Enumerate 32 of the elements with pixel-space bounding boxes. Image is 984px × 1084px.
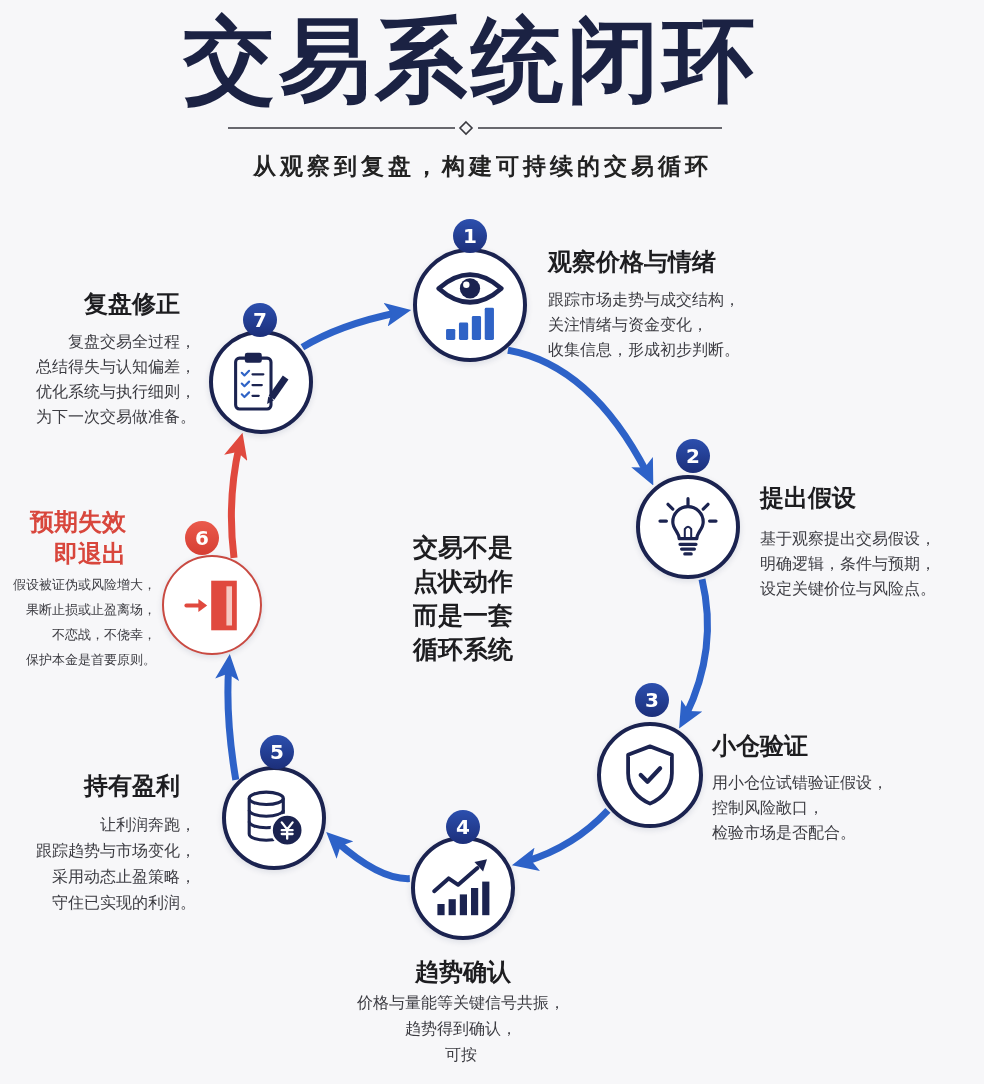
step-description: 用小仓位试错验证假设，控制风险敞口，检验市场是否配合。	[712, 773, 888, 844]
cycle-arrow	[676, 578, 711, 731]
step-heading: 提出假设	[760, 484, 856, 512]
cycle-arrow	[224, 431, 248, 559]
step-number: 7	[243, 303, 277, 337]
cycle-arrow	[511, 807, 611, 871]
title: 交易系统闭环	[183, 8, 759, 112]
step-heading: 观察价格与情绪	[548, 248, 716, 276]
step-number: 2	[676, 439, 710, 473]
step-heading: 预期失效即退出	[30, 506, 126, 570]
step-description: 让利润奔跑，跟踪趋势与市场变化，采用动态止盈策略，守住已实现的利润。	[36, 815, 196, 914]
step-circle	[597, 722, 703, 828]
step-heading: 复盘修正	[84, 290, 180, 318]
center-statement: 交易不是点状动作而是一套循环系统	[413, 532, 513, 666]
step-description: 跟踪市场走势与成交结构，关注情绪与资金变化，收集信息，形成初步判断。	[548, 290, 740, 361]
step-description: 基于观察提出交易假设，明确逻辑，条件与预期，设定关键价位与风险点。	[760, 529, 936, 600]
cycle-arrow	[323, 829, 410, 883]
subtitle: 从观察到复盘，构建可持续的交易循环	[252, 152, 712, 181]
step-number: 4	[446, 810, 480, 844]
step-description: 复盘交易全过程，总结得失与认知偏差，优化系统与执行细则，为下一次交易做准备。	[36, 332, 196, 428]
step-description: 价格与量能等关键信号共振，趋势得到确认，可按	[357, 993, 565, 1066]
step-heading: 持有盈利	[84, 772, 180, 800]
step-number: 5	[260, 735, 294, 769]
cycle-arrow	[300, 303, 412, 351]
step-number: 6	[185, 521, 219, 555]
step-description: 假设被证伪或风险增大，果断止损或止盈离场，不恋战，不侥幸，保护本金是首要原则。	[13, 576, 156, 669]
step-number: 3	[635, 683, 669, 717]
step-heading: 趋势确认	[415, 958, 511, 986]
step-heading: 小仓验证	[712, 732, 808, 760]
cycle-arrow	[215, 653, 240, 781]
step-circle	[162, 555, 262, 655]
step-number: 1	[453, 219, 487, 253]
